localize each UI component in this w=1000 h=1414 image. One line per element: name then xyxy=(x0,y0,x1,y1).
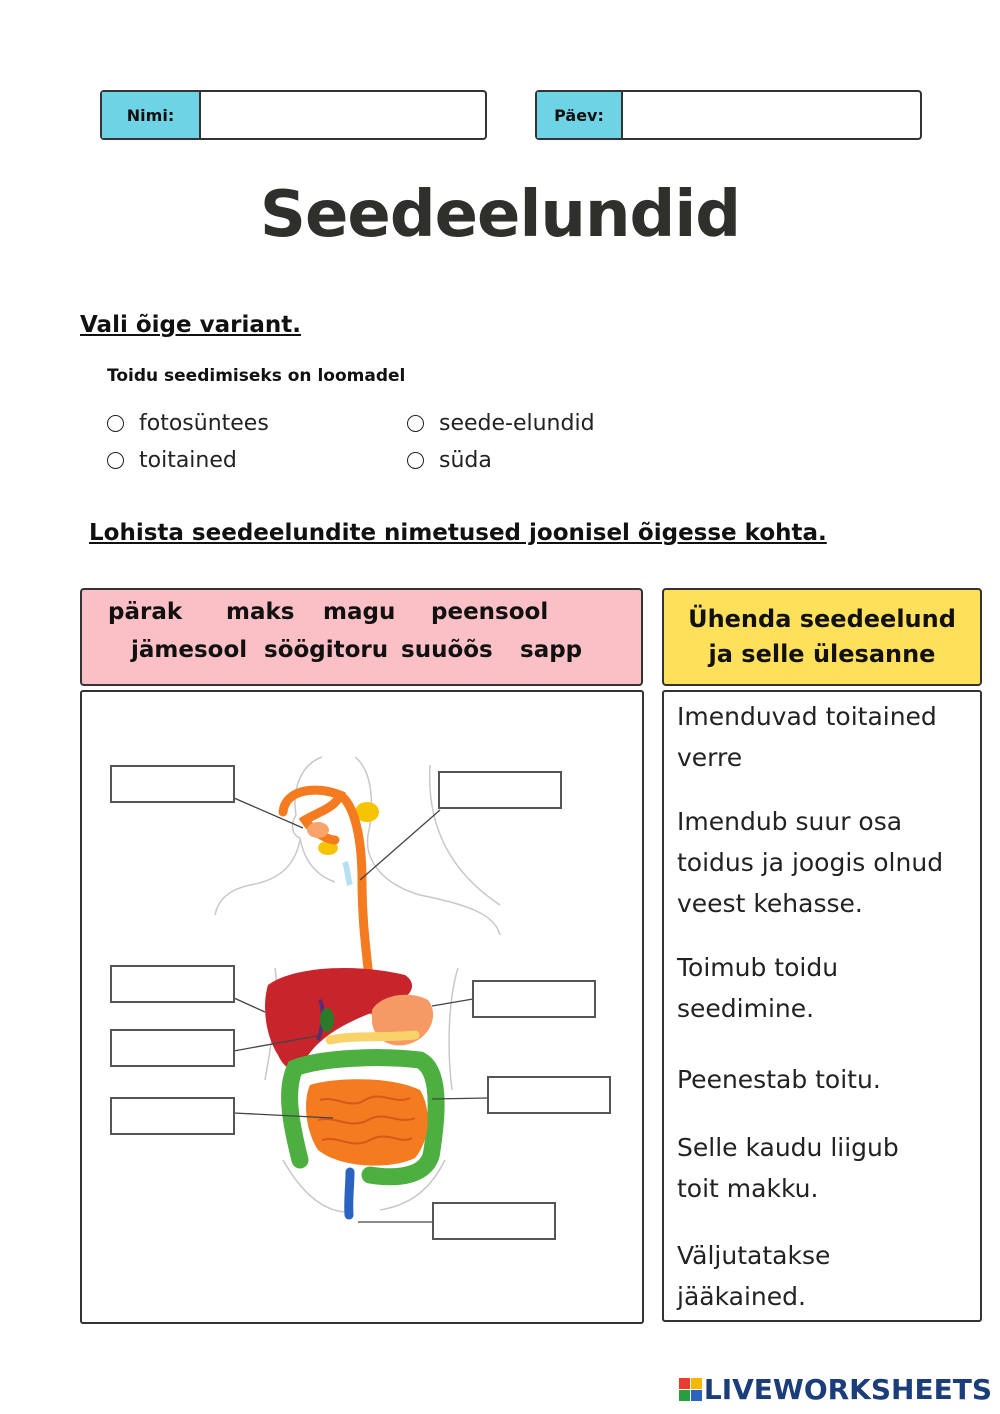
function-line: Selle kaudu liigub xyxy=(677,1127,972,1168)
option-suda[interactable]: süda xyxy=(407,448,492,473)
name-input[interactable] xyxy=(201,92,485,138)
match-header-line1: Ühenda seedeelund xyxy=(688,602,956,637)
date-input[interactable] xyxy=(623,92,920,138)
function-item[interactable]: Väljutatakse jääkained. xyxy=(677,1235,972,1317)
option-fotosuntees[interactable]: fotosüntees xyxy=(107,411,269,436)
function-line: veest kehasse. xyxy=(677,883,972,924)
function-item[interactable]: Selle kaudu liigub toit makku. xyxy=(677,1127,972,1209)
function-line: Imenduvad toitained xyxy=(677,696,972,737)
radio-button[interactable] xyxy=(107,452,124,469)
drop-zone-anus[interactable] xyxy=(432,1202,556,1240)
word-jamesool[interactable]: jämesool xyxy=(131,637,247,663)
word-parak[interactable]: pärak xyxy=(108,599,182,625)
function-line: toidus ja joogis olnud xyxy=(677,842,972,883)
drop-zone-esophagus[interactable] xyxy=(438,771,562,809)
question-text: Toidu seedimiseks on loomadel xyxy=(107,366,405,386)
function-line: verre xyxy=(677,737,972,778)
word-soogitoru[interactable]: söögitoru xyxy=(264,637,388,663)
function-line: Toimub toidu xyxy=(677,947,972,988)
function-line: Väljutatakse xyxy=(677,1235,972,1276)
section-heading-drag: Lohista seedeelundite nimetused joonisel… xyxy=(89,520,827,546)
radio-button[interactable] xyxy=(107,415,124,432)
option-label: toitained xyxy=(139,448,237,473)
function-line: seedimine. xyxy=(677,988,972,1029)
option-label: fotosüntees xyxy=(139,411,269,436)
function-line: Peenestab toitu. xyxy=(677,1059,972,1100)
section-heading-choice: Vali õige variant. xyxy=(80,312,301,338)
function-line: Imendub suur osa xyxy=(677,801,972,842)
word-suuoos[interactable]: suuõõs xyxy=(401,637,493,663)
date-field: Päev: xyxy=(535,90,922,140)
date-label: Päev: xyxy=(537,92,623,138)
name-label: Nimi: xyxy=(102,92,201,138)
radio-button[interactable] xyxy=(407,415,424,432)
word-peensool[interactable]: peensool xyxy=(431,599,548,625)
match-header-line2: ja selle ülesanne xyxy=(709,637,936,672)
brand-name: LIVEWORKSHEETS xyxy=(704,1373,992,1406)
function-item[interactable]: Peenestab toitu. xyxy=(677,1059,972,1100)
option-label: süda xyxy=(439,448,492,473)
brand-icon xyxy=(679,1378,702,1401)
liveworksheets-logo: LIVEWORKSHEETS xyxy=(679,1373,992,1406)
name-field: Nimi: xyxy=(100,90,487,140)
function-item[interactable]: Imendub suur osa toidus ja joogis olnud … xyxy=(677,801,972,924)
function-line: jääkained. xyxy=(677,1276,972,1317)
drop-zone-liver[interactable] xyxy=(110,965,235,1003)
option-toitained[interactable]: toitained xyxy=(107,448,237,473)
function-item[interactable]: Toimub toidu seedimine. xyxy=(677,947,972,1029)
drop-zone-gallbladder[interactable] xyxy=(110,1029,235,1067)
word-sapp[interactable]: sapp xyxy=(520,637,582,663)
function-item[interactable]: Imenduvad toitained verre xyxy=(677,696,972,778)
page-title: Seedeelundid xyxy=(0,178,1000,252)
function-line: toit makku. xyxy=(677,1168,972,1209)
radio-button[interactable] xyxy=(407,452,424,469)
word-maks[interactable]: maks xyxy=(226,599,294,625)
option-seede-elundid[interactable]: seede-elundid xyxy=(407,411,595,436)
word-magu[interactable]: magu xyxy=(323,599,395,625)
option-label: seede-elundid xyxy=(439,411,595,436)
drop-zone-mouth[interactable] xyxy=(110,765,235,803)
drop-zone-stomach[interactable] xyxy=(472,980,596,1018)
drop-zone-small-intestine[interactable] xyxy=(110,1097,235,1135)
match-header: Ühenda seedeelund ja selle ülesanne xyxy=(662,588,982,686)
drop-zone-large-intestine[interactable] xyxy=(487,1076,611,1114)
